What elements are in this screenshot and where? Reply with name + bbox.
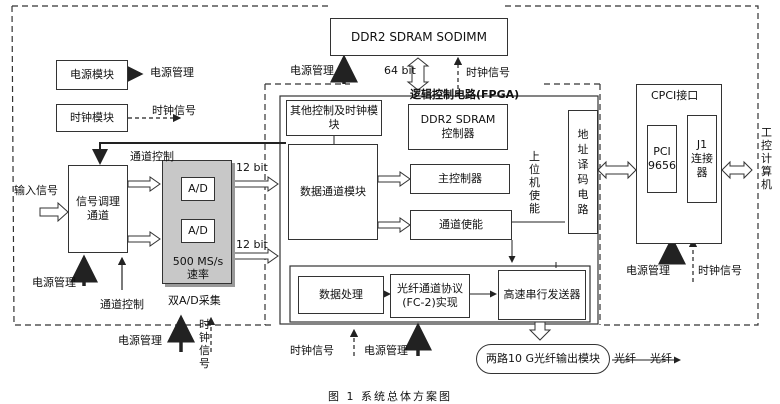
adc-2: A/D bbox=[181, 219, 215, 243]
fiber-label-1: 光纤 bbox=[614, 352, 636, 365]
fc2-protocol-block: 光纤通道协议 (FC-2)实现 bbox=[390, 274, 470, 318]
clock-signal-vertical-label: 时钟信号 bbox=[199, 318, 210, 370]
power-mgmt-label-fpga: 电源管理 bbox=[364, 344, 408, 357]
bit12-label-2: 12 bit bbox=[236, 238, 268, 251]
main-controller-block: 主控制器 bbox=[410, 164, 510, 194]
fiber-output-module: 两路10 G光纤输出模块 bbox=[476, 344, 610, 374]
signal-conditioning-block: 信号调理通道 bbox=[68, 165, 128, 253]
clock-signal-label-left: 时钟信号 bbox=[152, 104, 196, 117]
adc-rate-label: 500 MS/s 速率 bbox=[172, 255, 224, 281]
dual-adc-block: A/D A/D 500 MS/s 速率 bbox=[162, 160, 232, 284]
power-module-block: 电源模块 bbox=[56, 60, 128, 90]
industrial-pc-label: 工控计算机 bbox=[761, 126, 772, 191]
address-decode-block: 地址译码电路 bbox=[568, 110, 598, 234]
power-mgmt-label-ddr: 电源管理 bbox=[290, 64, 334, 77]
clock-module-block: 时钟模块 bbox=[56, 104, 128, 132]
adc-1: A/D bbox=[181, 177, 215, 201]
channel-control-label-top: 通道控制 bbox=[130, 150, 174, 163]
serial-transmitter-block: 高速串行发送器 bbox=[498, 270, 586, 320]
power-mgmt-label-signal: 电源管理 bbox=[32, 276, 76, 289]
pci9656-block: PCI 9656 bbox=[647, 125, 677, 193]
cpci-title: CPCI接口 bbox=[651, 89, 699, 102]
upper-pc-enable-label: 上位机使能 bbox=[529, 150, 540, 215]
ddr-sodimm-block: DDR2 SDRAM SODIMM bbox=[330, 18, 508, 56]
clock-signal-label-ddr: 时钟信号 bbox=[466, 66, 510, 79]
data-channel-block: 数据通道模块 bbox=[288, 144, 378, 240]
fpga-title: 逻辑控制电路(FPGA) bbox=[410, 88, 520, 101]
figure-caption: 图 1 系统总体方案图 bbox=[328, 390, 452, 403]
power-mgmt-label-top: 电源管理 bbox=[150, 66, 194, 79]
clock-signal-label-cpci: 时钟信号 bbox=[698, 264, 742, 277]
power-mgmt-label-adc: 电源管理 bbox=[118, 334, 162, 347]
channel-control-label-bottom: 通道控制 bbox=[100, 298, 144, 311]
bit12-label-1: 12 bit bbox=[236, 161, 268, 174]
bit64-label: 64 bit bbox=[384, 64, 416, 77]
input-signal-label: 输入信号 bbox=[14, 184, 58, 197]
channel-enable-block: 通道使能 bbox=[410, 210, 512, 240]
j1-connector-block: J1 连接器 bbox=[687, 115, 717, 203]
cpci-interface-block: CPCI接口 PCI 9656 J1 连接器 bbox=[636, 84, 722, 244]
dual-ad-label: 双A/D采集 bbox=[168, 294, 221, 307]
clock-signal-label-fpga: 时钟信号 bbox=[290, 344, 334, 357]
power-mgmt-label-cpci: 电源管理 bbox=[626, 264, 670, 277]
other-control-clock-block: 其他控制及时钟模块 bbox=[286, 100, 382, 136]
fiber-label-2: 光纤 bbox=[650, 352, 672, 365]
ddr-controller-block: DDR2 SDRAM 控制器 bbox=[408, 104, 508, 150]
data-processing-block: 数据处理 bbox=[298, 276, 384, 314]
